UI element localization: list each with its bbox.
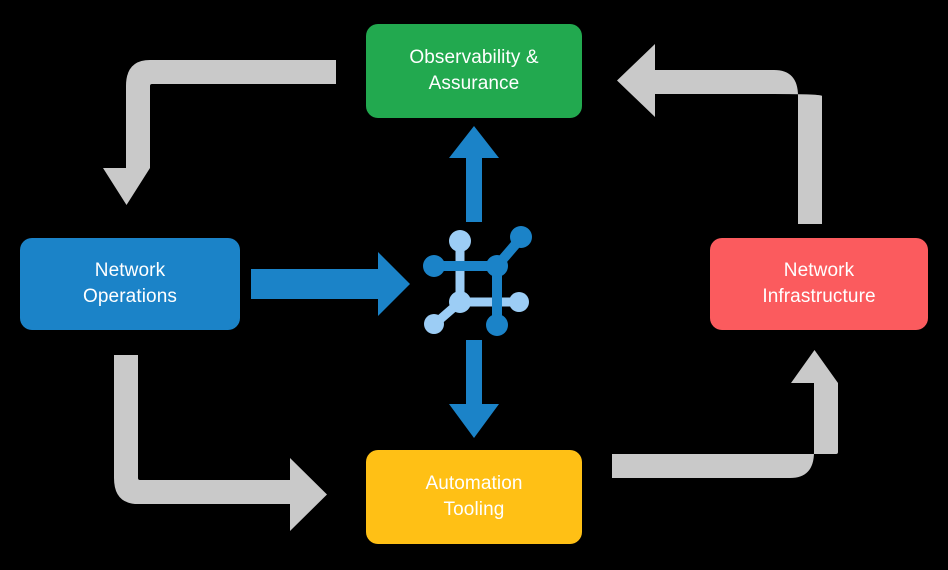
- topology-node-center: [486, 255, 508, 277]
- topology-node-bottom-left: [424, 314, 444, 334]
- arrow-center-up: [449, 126, 499, 222]
- topology-node-mid-left: [449, 291, 471, 313]
- elbow-arrow-top-left: [103, 60, 336, 205]
- topology-node-top-right: [510, 226, 532, 248]
- topology-node-top: [449, 230, 471, 252]
- node-box-network-infrastructure[interactable]: Network Infrastructure: [710, 238, 928, 330]
- node-box-observability[interactable]: Observability & Assurance: [366, 24, 582, 118]
- arrow-operations-right: [251, 252, 410, 316]
- elbow-arrow-bottom-left: [114, 355, 327, 531]
- arrow-center-down: [449, 340, 499, 438]
- node-label-network-infrastructure: Network Infrastructure: [762, 260, 876, 307]
- node-label-automation-tooling: Automation Tooling: [425, 473, 523, 520]
- node-box-automation-tooling[interactable]: Automation Tooling: [366, 450, 582, 544]
- topology-node-mid-right: [509, 292, 529, 312]
- elbow-arrow-top-right: [617, 44, 822, 224]
- node-label-network-operations: Network Operations: [83, 260, 177, 307]
- node-box-network-operations[interactable]: Network Operations: [20, 238, 240, 330]
- network-topology-icon: [423, 226, 532, 336]
- node-label-observability: Observability & Assurance: [409, 47, 539, 94]
- topology-node-bottom: [486, 314, 508, 336]
- topology-node-left: [423, 255, 445, 277]
- elbow-arrow-bottom-right: [612, 350, 838, 478]
